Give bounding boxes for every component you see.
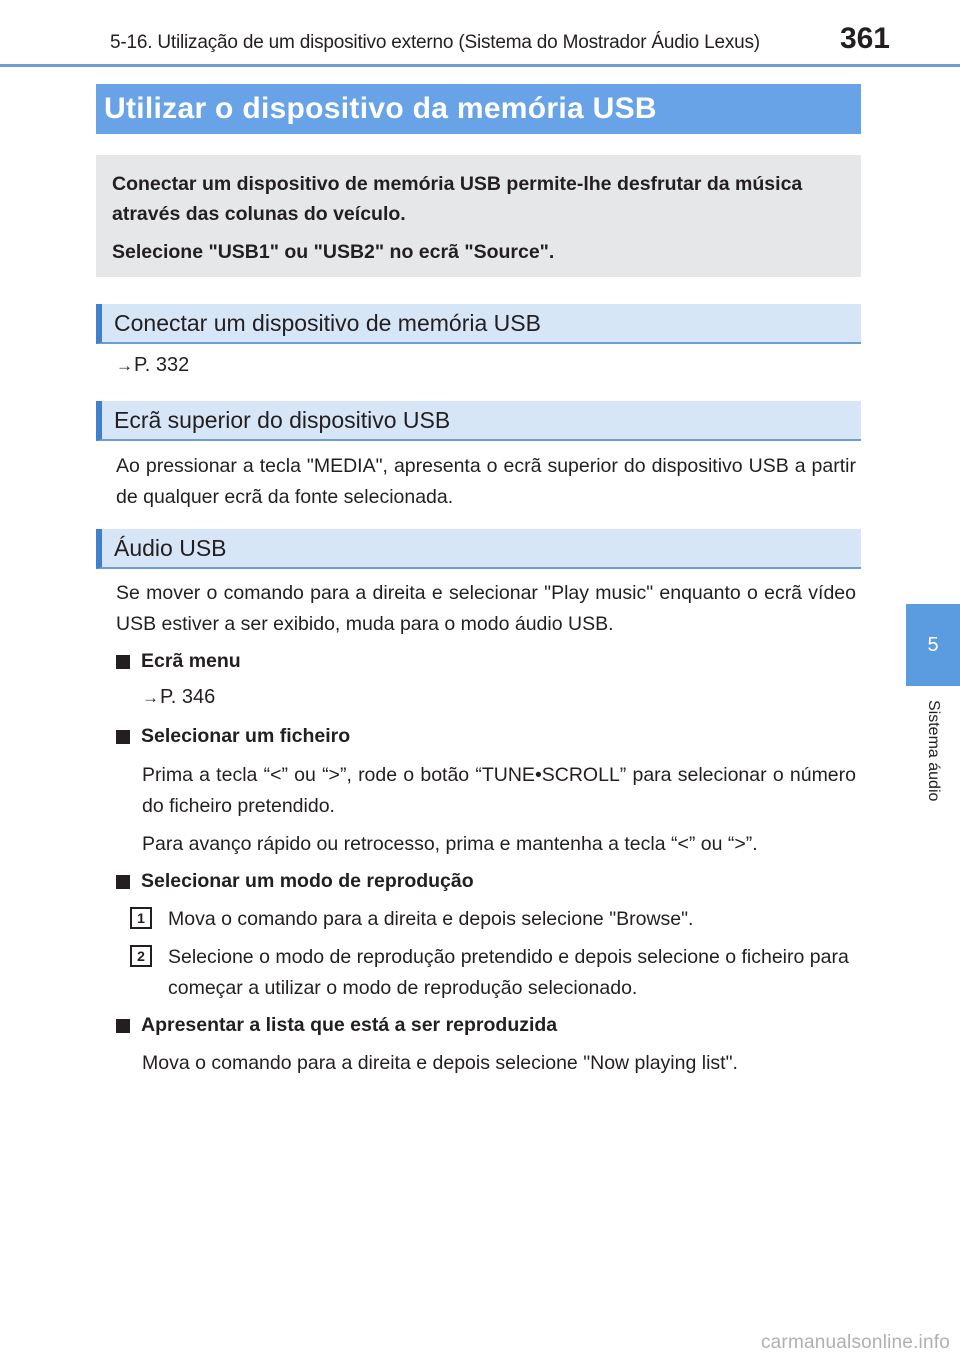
step-2-text: Selecione o modo de reprodução pretendid… <box>168 946 849 999</box>
arrow-right-icon: → <box>116 356 133 375</box>
intro-instruction: Selecione "USB1" ou "USB2" no ecrã "Sour… <box>112 241 555 263</box>
subheading-top-screen: Ecrã superior do dispositivo USB <box>96 401 861 441</box>
bullet-play-mode-title: Selecionar um modo de reprodução <box>141 870 474 892</box>
intro-box: Conectar um dispositivo de memória USB p… <box>96 155 861 277</box>
top-screen-paragraph: Ao pressionar a tecla "MEDIA", apresenta… <box>116 451 856 513</box>
bullet-menu-screen: Ecrã menu <box>116 650 241 673</box>
bullet-now-playing: Apresentar a lista que está a ser reprod… <box>116 1014 557 1037</box>
subheading-top-screen-label: Ecrã superior do dispositivo USB <box>114 406 451 433</box>
subheading-audio-label: Áudio USB <box>114 534 227 561</box>
bullet-select-file: Selecionar um ficheiro <box>116 725 350 748</box>
bullet-play-mode: Selecionar um modo de reprodução <box>116 870 474 893</box>
header-divider <box>0 64 960 67</box>
chapter-tab-label: Sistema áudio <box>925 700 942 802</box>
square-bullet-icon <box>116 654 130 669</box>
chapter-tab: 5 <box>906 604 960 686</box>
page-reference-label: P. 346 <box>160 686 216 708</box>
page-reference-menu[interactable]: →P. 346 <box>142 686 215 709</box>
chapter-title: 5-16. Utilização de um dispositivo exter… <box>110 32 760 53</box>
subheading-connect: Conectar um dispositivo de memória USB <box>96 304 861 344</box>
select-file-text-2: Para avanço rápido ou retrocesso, prima … <box>142 833 758 855</box>
chapter-tab-number: 5 <box>927 633 939 656</box>
square-bullet-icon <box>116 729 130 744</box>
arrow-right-icon: → <box>142 688 159 707</box>
page-reference-label: P. 332 <box>134 354 190 376</box>
section-title: Utilizar o dispositivo da memória USB <box>104 92 657 125</box>
now-playing-text: Mova o comando para a direita e depois s… <box>142 1052 738 1074</box>
select-file-text: Prima a tecla “<” ou “>”, rode o botão “… <box>142 764 856 817</box>
now-playing-paragraph: Mova o comando para a direita e depois s… <box>142 1048 856 1079</box>
square-bullet-icon <box>116 874 130 889</box>
bullet-now-playing-title: Apresentar a lista que está a ser reprod… <box>141 1014 558 1036</box>
subheading-audio: Áudio USB <box>96 529 861 569</box>
bullet-select-file-title: Selecionar um ficheiro <box>141 725 351 747</box>
page-number: 361 <box>839 22 890 55</box>
square-bullet-icon <box>116 1018 130 1033</box>
section-banner: Utilizar o dispositivo da memória USB <box>96 84 861 134</box>
bullet-menu-title: Ecrã menu <box>141 650 241 672</box>
audio-text: Se mover o comando para a direita e sele… <box>116 582 856 635</box>
watermark: carmanualsonline.info <box>760 1332 950 1353</box>
top-screen-text: Ao pressionar a tecla "MEDIA", apresenta… <box>116 455 856 508</box>
step-text: Mova o comando para a direita e depois s… <box>168 904 856 935</box>
page-header: 5-16. Utilização de um dispositivo exter… <box>0 0 960 67</box>
step-text: Selecione o modo de reprodução pretendid… <box>168 942 856 1004</box>
step-number-badge: 2 <box>130 945 152 967</box>
subheading-connect-label: Conectar um dispositivo de memória USB <box>114 309 541 336</box>
step-number-badge: 1 <box>130 907 152 929</box>
page-reference-connect[interactable]: →P. 332 <box>116 354 189 377</box>
intro-text: Conectar um dispositivo de memória USB p… <box>112 173 803 225</box>
select-file-paragraph: Prima a tecla “<” ou “>”, rode o botão “… <box>142 760 856 860</box>
audio-paragraph: Se mover o comando para a direita e sele… <box>116 578 856 640</box>
step-1-text: Mova o comando para a direita e depois s… <box>168 908 694 930</box>
